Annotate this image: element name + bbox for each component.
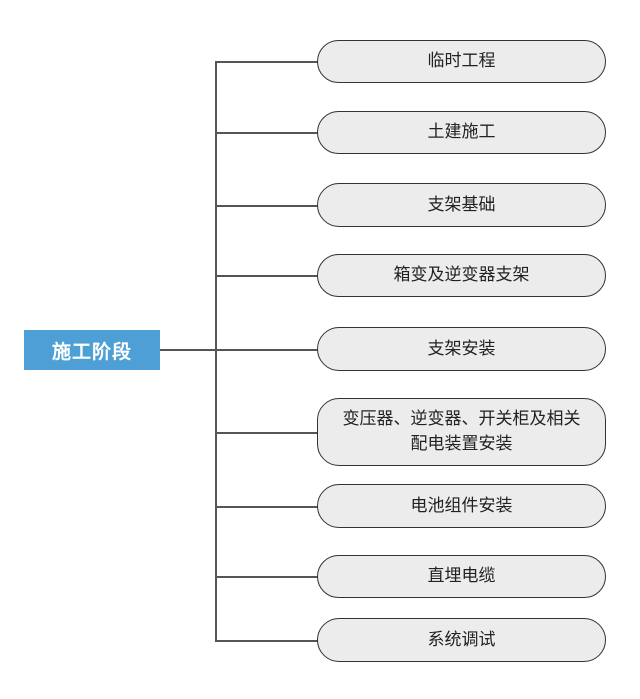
stage-box-support-installation: 支架安装: [317, 327, 606, 371]
stage-box-temporary-works: 临时工程: [317, 40, 606, 83]
trunk-line: [215, 61, 217, 640]
stage-label: 直埋电缆: [427, 566, 496, 586]
stage-label: 支架基础: [427, 194, 496, 215]
stage-label: 支架安装: [427, 338, 496, 359]
root-stage-box: 施工阶段: [24, 330, 160, 370]
stage-label: 电池组件安装: [410, 495, 513, 516]
stage-box-pv-module-installation: 电池组件安装: [317, 484, 606, 528]
stage-label: 箱变及逆变器支架: [393, 265, 530, 285]
stage-label: 临时工程: [427, 51, 496, 71]
branch-line: [215, 132, 318, 134]
branch-line: [215, 506, 318, 508]
branch-line: [215, 640, 318, 642]
branch-line: [215, 432, 318, 434]
root-stage-label: 施工阶段: [51, 340, 132, 363]
branch-line: [215, 349, 318, 351]
stage-box-support-foundation: 支架基础: [317, 183, 606, 227]
stage-box-system-commissioning: 系统调试: [317, 618, 606, 662]
stage-label: 变压器、逆变器、开关柜及相关配电装置安装: [342, 409, 581, 454]
stage-label: 土建施工: [427, 122, 496, 142]
branch-line: [215, 205, 318, 207]
stage-box-direct-buried-cable: 直埋电缆: [317, 555, 606, 598]
stage-box-transformer-inverter-support: 箱变及逆变器支架: [317, 254, 606, 297]
stage-box-electrical-equipment-installation: 变压器、逆变器、开关柜及相关配电装置安装: [317, 398, 606, 466]
branch-line: [215, 61, 318, 63]
branch-line: [215, 576, 318, 578]
branch-line: [215, 275, 318, 277]
stage-label: 系统调试: [427, 629, 496, 650]
stage-box-civil-construction: 土建施工: [317, 111, 606, 154]
root-connector-line: [160, 349, 216, 351]
